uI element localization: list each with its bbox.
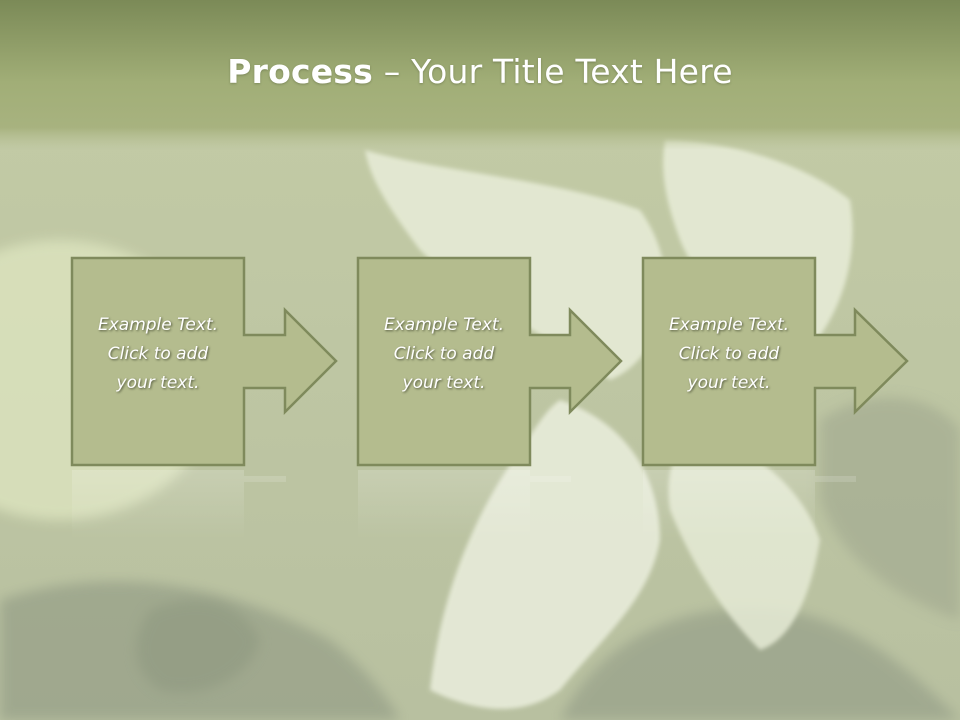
step-1-line-2: Click to add xyxy=(107,344,209,364)
step-1-line-1: Example Text. xyxy=(97,315,219,335)
process-step-2-shape[interactable] xyxy=(356,256,623,467)
title-bold: Process xyxy=(227,52,373,91)
step-3-line-2: Click to add xyxy=(678,344,780,364)
step-2-line-3: your text. xyxy=(402,373,486,393)
process-step-3-shape[interactable] xyxy=(641,256,909,467)
process-step-2-text[interactable]: Example Text. Click to add your text. xyxy=(358,311,530,398)
step-3-line-3: your text. xyxy=(687,373,771,393)
process-step-3-text[interactable]: Example Text. Click to add your text. xyxy=(643,311,815,398)
slide-title[interactable]: Process – Your Title Text Here xyxy=(0,52,960,91)
title-rest: Your Title Text Here xyxy=(411,52,733,91)
title-separator: – xyxy=(373,52,412,91)
step-2-line-1: Example Text. xyxy=(383,315,505,335)
step-3-line-1: Example Text. xyxy=(668,315,790,335)
process-step-2-reflection xyxy=(358,470,571,540)
step-1-line-3: your text. xyxy=(116,373,200,393)
title-bar xyxy=(0,0,960,150)
process-step-1-reflection xyxy=(72,470,286,540)
process-step-1-shape[interactable] xyxy=(70,256,338,467)
process-step-1-text[interactable]: Example Text. Click to add your text. xyxy=(72,311,244,398)
step-2-line-2: Click to add xyxy=(393,344,495,364)
process-step-3-reflection xyxy=(643,470,856,540)
